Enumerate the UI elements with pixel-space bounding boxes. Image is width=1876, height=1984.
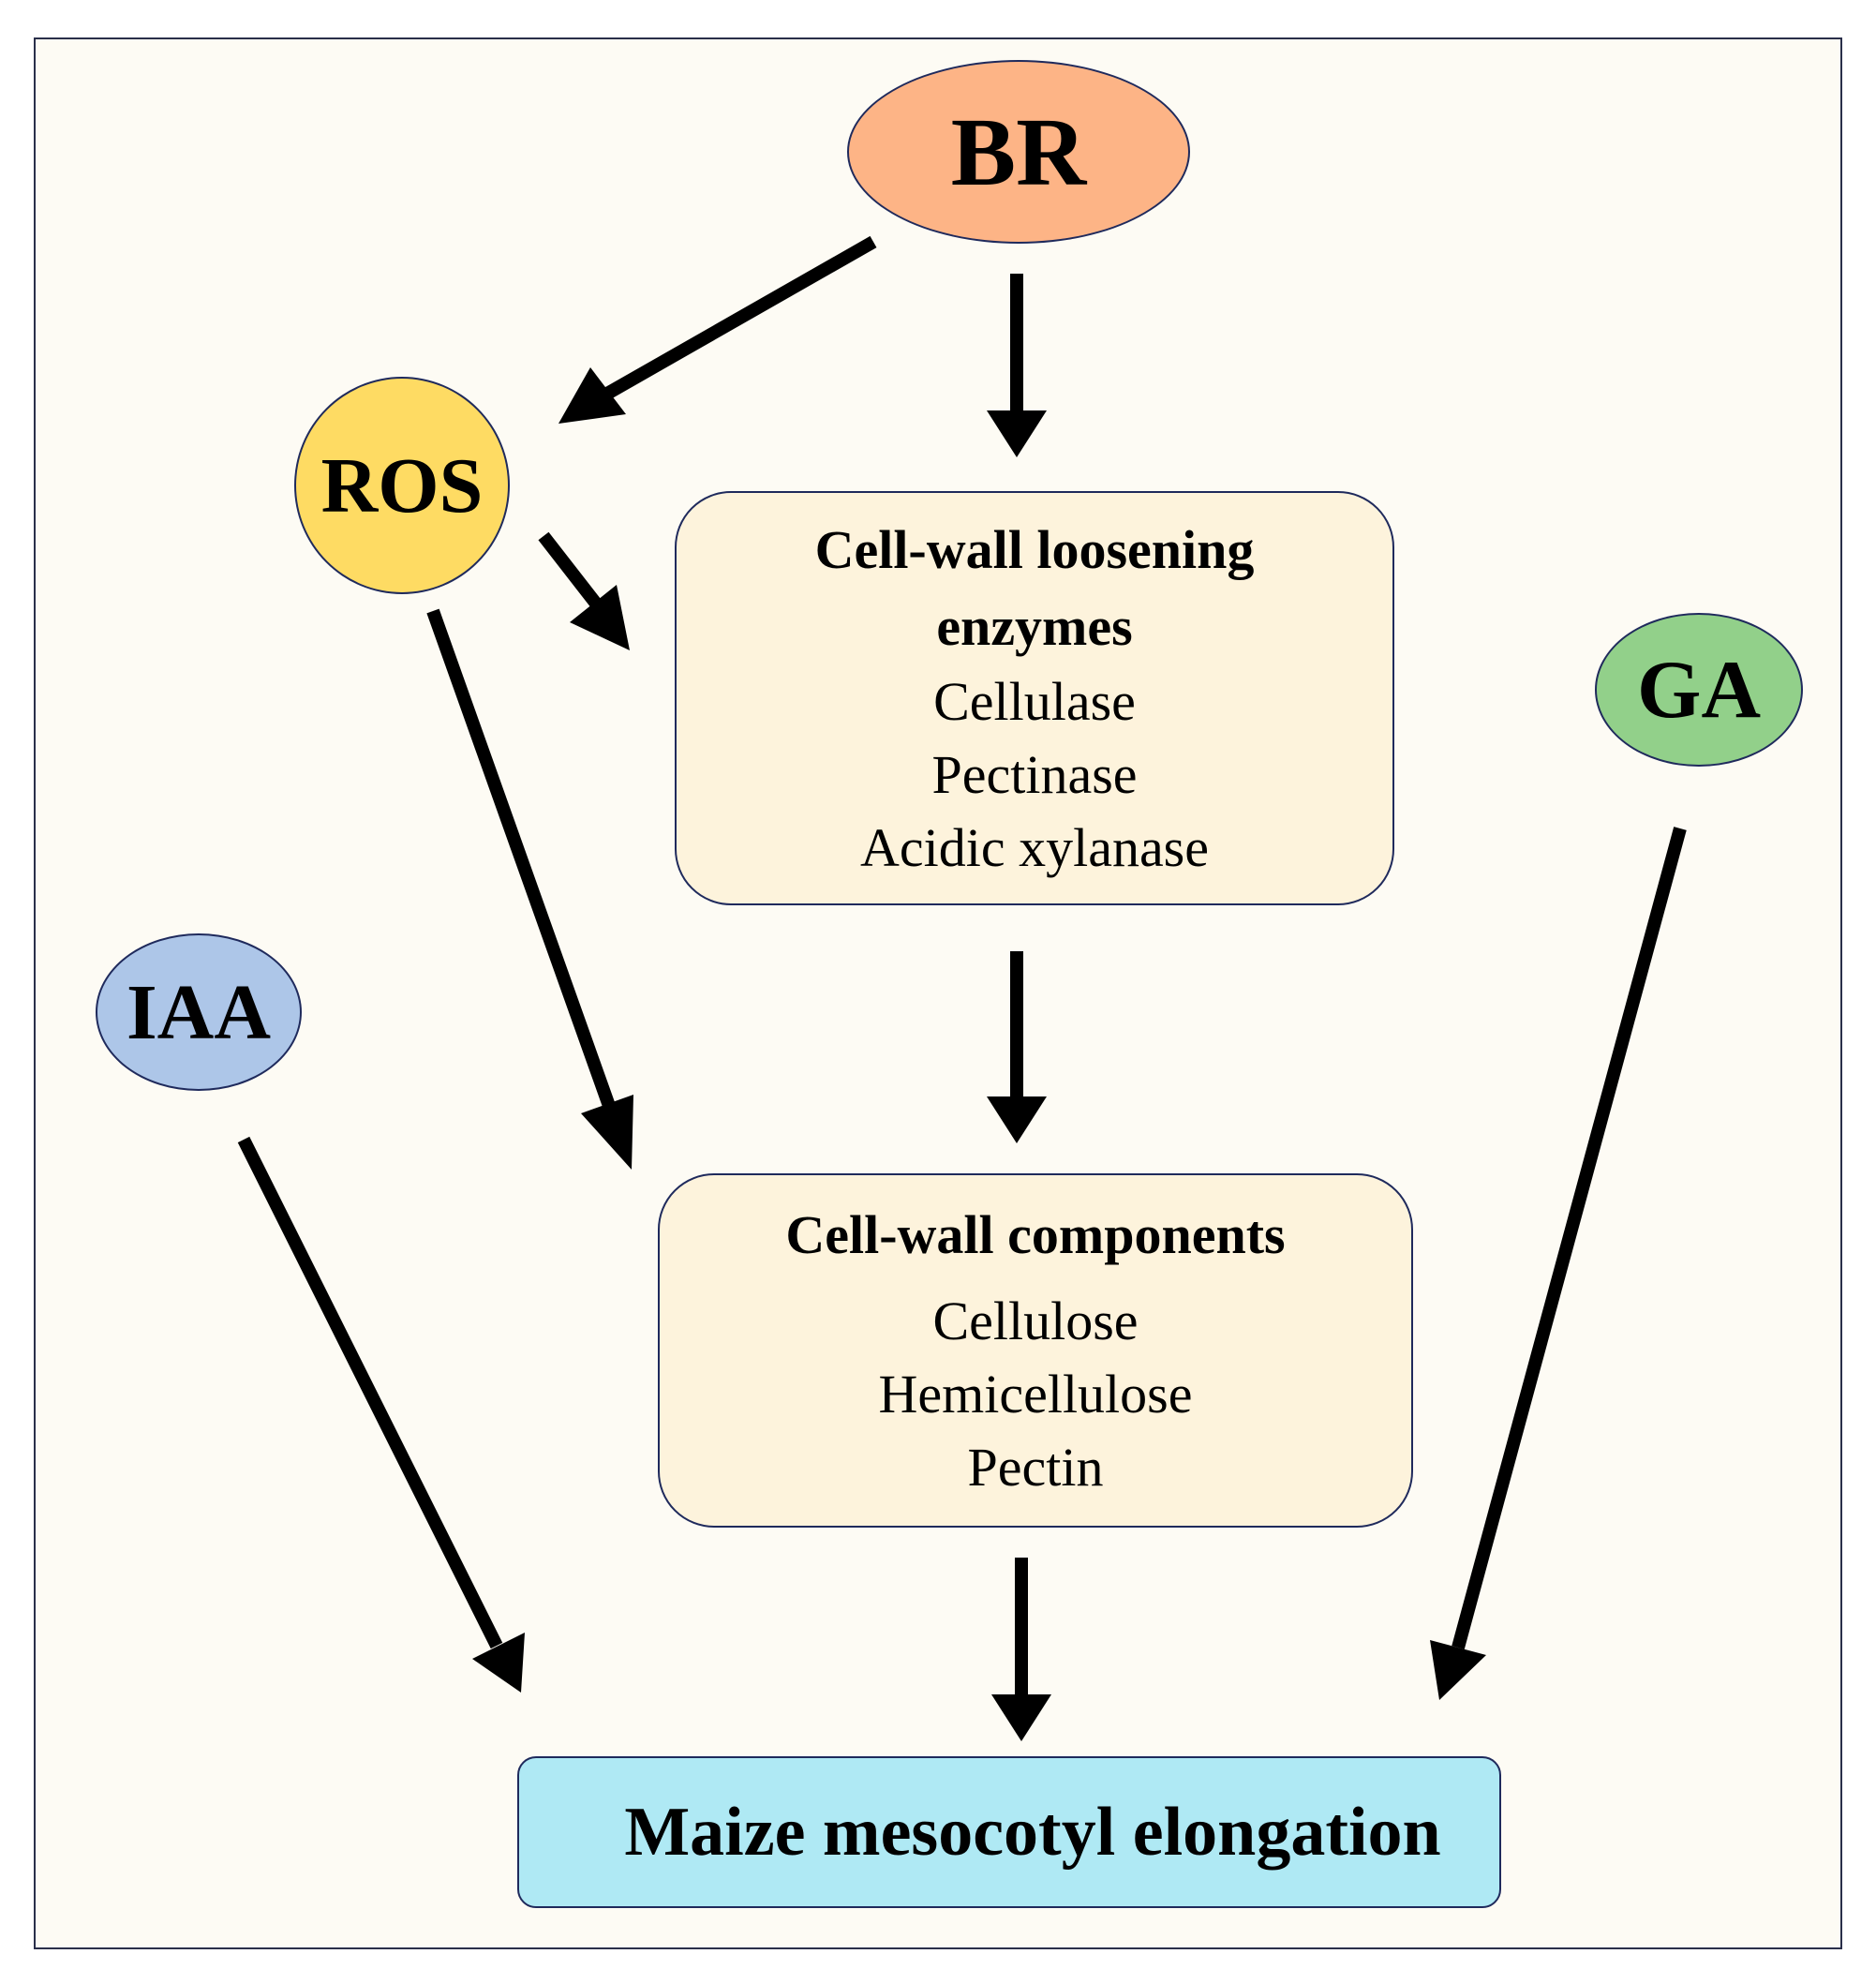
component-item: Pectin (967, 1437, 1104, 1498)
arrow-iaa-to-outcome (237, 1136, 525, 1693)
components-title: Cell-wall components (785, 1204, 1286, 1265)
arrow-br-to-enzymes (987, 274, 1047, 457)
enzymes-title-line1: Cell-wall loosening (814, 519, 1255, 580)
enzyme-item: Pectinase (931, 744, 1138, 805)
ros-node: ROS (294, 377, 510, 594)
enzymes-title-line2: enzymes (936, 596, 1133, 657)
ga-node: GA (1595, 613, 1803, 767)
component-item: Hemicellulose (878, 1364, 1193, 1425)
outcome-label: Maize mesocotyl elongation (624, 1793, 1441, 1871)
arrow-ros-to-enzymes (538, 531, 630, 650)
enzyme-item: Cellulase (933, 671, 1136, 732)
ga-label: GA (1637, 644, 1761, 736)
iaa-node: IAA (96, 933, 302, 1091)
outcome-box: Maize mesocotyl elongation (517, 1756, 1501, 1908)
iaa-label: IAA (126, 968, 271, 1056)
arrow-components-to-outcome (991, 1558, 1051, 1741)
arrow-ros-to-components (426, 608, 633, 1170)
enzymes-box: Cell-wall loosening enzymes Cellulase Pe… (675, 491, 1394, 905)
ros-label: ROS (320, 441, 484, 530)
arrow-br-to-ros (558, 235, 877, 424)
br-node: BR (847, 60, 1190, 244)
component-item: Cellulose (932, 1290, 1139, 1351)
enzyme-item: Acidic xylanase (859, 817, 1209, 878)
br-label: BR (950, 97, 1087, 206)
diagram-frame (34, 37, 1842, 1949)
components-box: Cell-wall components Cellulose Hemicellu… (658, 1173, 1413, 1528)
arrow-ga-to-outcome (1430, 827, 1687, 1700)
arrow-enzymes-to-components (987, 951, 1047, 1143)
